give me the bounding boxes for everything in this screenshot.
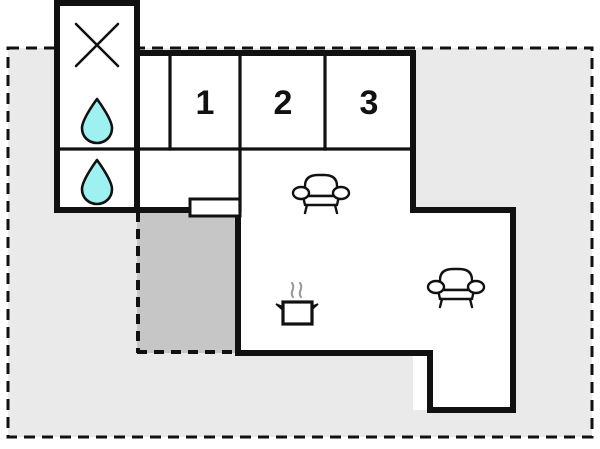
sofa2-arm-left — [426, 279, 446, 295]
water-droplet-icon — [80, 158, 114, 206]
room-number-label: 1 — [196, 84, 215, 122]
water-droplet-shape-lower — [80, 158, 114, 206]
x-cross-stroke-b — [74, 22, 120, 68]
sofa1-seat — [301, 194, 341, 207]
sofa-icon — [291, 173, 351, 215]
sofa1-leg-right — [333, 203, 339, 215]
cooking-pot-icon — [275, 281, 319, 326]
terrace-fill — [137, 212, 238, 353]
sofa1-arm-left — [291, 185, 311, 201]
sofa-icon — [426, 267, 486, 309]
steam-wisp-left — [290, 281, 295, 299]
water-droplet-shape-upper — [80, 97, 114, 145]
steam-icon — [290, 281, 303, 299]
sofa1-arm-right — [331, 185, 351, 201]
sofa2-arm-right — [466, 279, 486, 295]
water-droplet-icon — [80, 97, 114, 145]
wall-utility-top — [54, 0, 140, 56]
pot-body — [281, 300, 314, 326]
terrace — [136, 212, 239, 354]
x-cross-icon — [74, 22, 120, 68]
room-number-label: 3 — [360, 84, 379, 122]
bedroom-row-fill — [137, 53, 413, 149]
door-opening — [188, 197, 242, 218]
sofa1-leg-left — [303, 203, 309, 215]
interior-partitions — [55, 53, 415, 212]
sofa1-backrest — [303, 173, 339, 198]
sofa2-backrest — [438, 267, 474, 292]
room-number-label: 2 — [274, 84, 293, 122]
steam-wisp-right — [298, 281, 303, 299]
sofa2-leg-left — [438, 297, 444, 309]
sofa2-seat — [436, 288, 476, 301]
exterior-walls — [54, 0, 516, 413]
terrace-door-rect — [188, 197, 242, 218]
sofa2-leg-right — [468, 297, 474, 309]
